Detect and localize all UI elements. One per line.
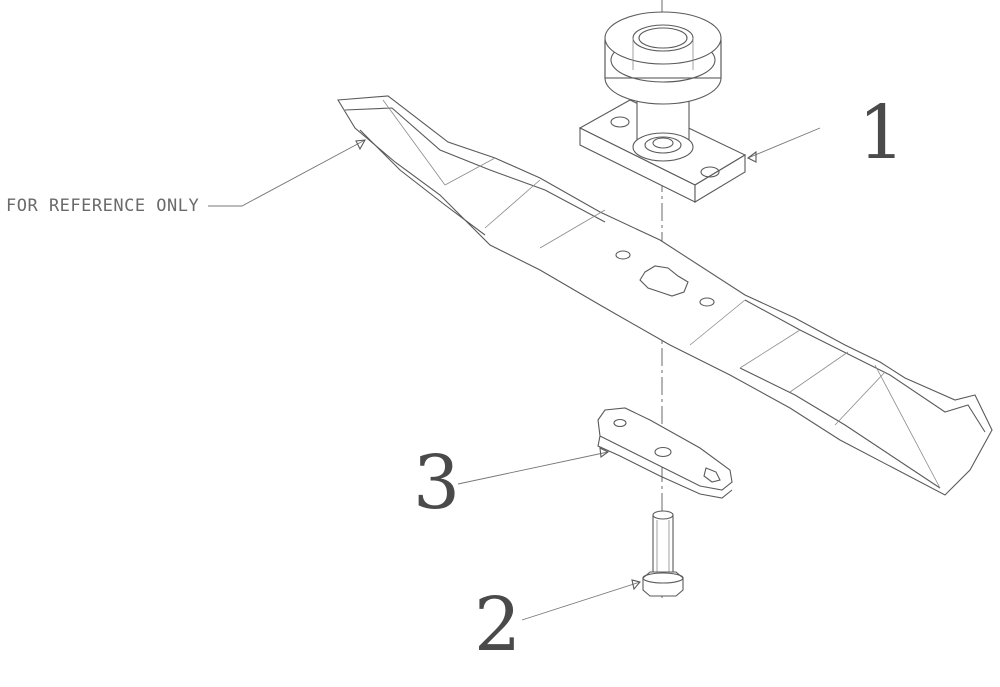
mower-blade: [337, 95, 993, 496]
part-1-spindle-pulley: [578, 11, 747, 203]
callout-part-3: 3: [413, 440, 461, 526]
leader-part-1: [747, 127, 821, 159]
callout-part-1: 1: [858, 90, 906, 176]
leader-part-2: [521, 581, 641, 621]
reference-note-label: FOR REFERENCE ONLY: [6, 196, 200, 216]
part-3-blade-adapter: [597, 407, 733, 499]
leader-reference-note: [208, 139, 366, 207]
leader-part-3: [457, 451, 609, 485]
part-2-blade-bolt: [642, 510, 684, 597]
callout-part-2: 2: [474, 582, 522, 668]
